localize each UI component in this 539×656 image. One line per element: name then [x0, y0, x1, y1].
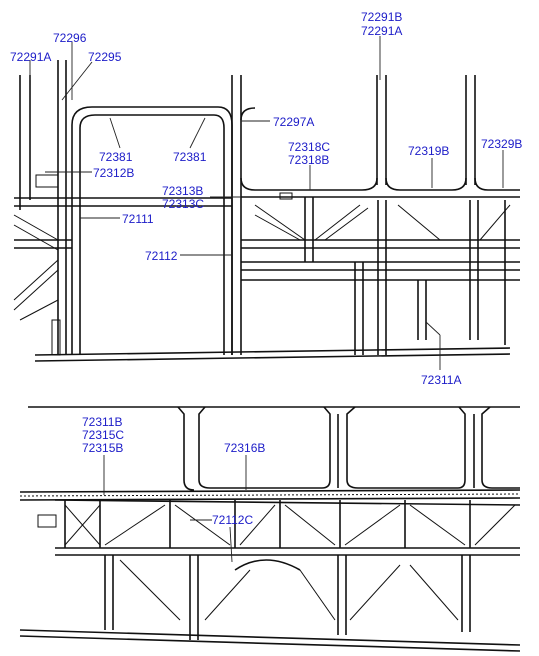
label-72329B: 72329B: [481, 137, 522, 151]
bottom-part-labels: 72311B 72315C 72315B 72316B 72112C: [82, 415, 265, 527]
label-72313B: 72313B: [162, 184, 203, 198]
label-72381-b: 72381: [173, 150, 207, 164]
label-72318C: 72318C: [288, 140, 330, 154]
label-72291A-right: 72291A: [361, 24, 402, 38]
label-72313C: 72313C: [162, 197, 204, 211]
bottom-frame-drawing: [19, 406, 521, 652]
top-leader-lines: [29, 36, 504, 370]
bottom-leader-lines: [103, 455, 247, 563]
label-72315B: 72315B: [82, 441, 123, 455]
label-72112C: 72112C: [212, 513, 253, 527]
label-72112: 72112: [145, 249, 178, 263]
label-72291B: 72291B: [361, 10, 402, 24]
label-72295: 72295: [88, 50, 122, 64]
top-part-labels: 72296 72291A 72295 72291B 72291A 72297A …: [10, 10, 522, 387]
label-72312B: 72312B: [93, 166, 134, 180]
label-72297A: 72297A: [273, 115, 314, 129]
label-72296: 72296: [53, 31, 87, 45]
label-72381-a: 72381: [99, 150, 133, 164]
label-72311A: 72311A: [421, 373, 461, 387]
label-72318B: 72318B: [288, 153, 329, 167]
label-72291A-left: 72291A: [10, 50, 51, 64]
label-72311B: 72311B: [82, 415, 122, 429]
label-72315C: 72315C: [82, 428, 124, 442]
label-72316B: 72316B: [224, 441, 265, 455]
label-72111: 72111: [122, 212, 154, 226]
top-frame-drawing: [13, 60, 520, 362]
label-72319B: 72319B: [408, 144, 449, 158]
